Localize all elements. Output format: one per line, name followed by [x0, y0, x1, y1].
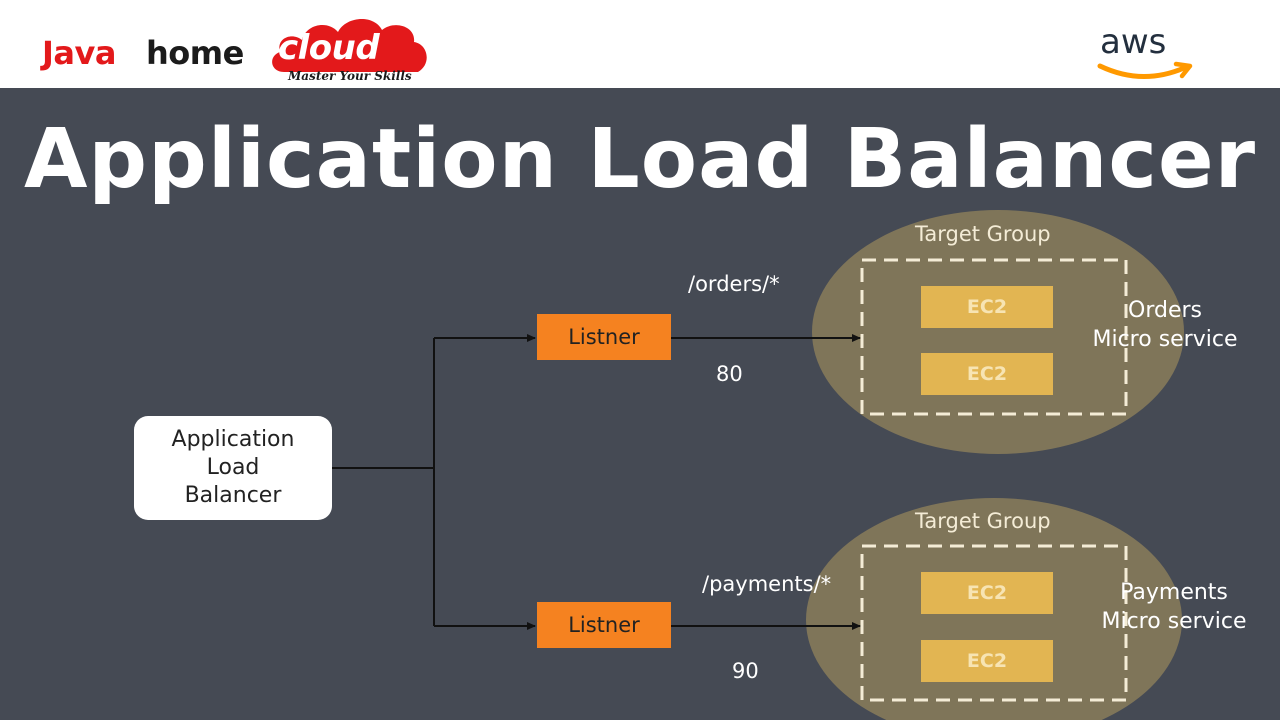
route-path-payments: /payments/* [702, 572, 832, 596]
service-label-payments: Payments Micro service [1090, 578, 1258, 636]
ec2-instance: EC2 [921, 572, 1053, 614]
javahomecloud-logo: Java home cloud Master Your Skills [40, 12, 440, 90]
cloud-icon [272, 18, 427, 72]
service-type: Micro service [1092, 327, 1238, 352]
target-group-box-payments [860, 544, 1128, 702]
target-group-title-payments: Target Group [915, 509, 1051, 533]
listener-label: Listner [568, 325, 640, 349]
alb-node: Application Load Balancer [134, 416, 332, 520]
service-name: Payments [1120, 580, 1228, 605]
slide-title: Application Load Balancer [23, 112, 1257, 207]
service-type: Micro service [1101, 609, 1247, 634]
service-name: Orders [1128, 298, 1202, 323]
route-port-orders: 80 [716, 362, 743, 386]
ec2-instance: EC2 [921, 353, 1053, 395]
listener-node-orders: Listner [537, 314, 671, 360]
listener-label: Listner [568, 613, 640, 637]
aws-logo-text: aws [1100, 22, 1167, 62]
aws-smile-icon [1097, 61, 1193, 79]
alb-node-label: Application Load Balancer [171, 427, 295, 508]
aws-logo: aws [1096, 22, 1206, 86]
ec2-label: EC2 [966, 363, 1008, 385]
brand-java-text: Java [42, 34, 116, 72]
ec2-label: EC2 [966, 582, 1008, 604]
ec2-label: EC2 [966, 296, 1008, 318]
ec2-label: EC2 [966, 650, 1008, 672]
target-group-title-orders: Target Group [915, 222, 1051, 246]
ec2-instance: EC2 [921, 286, 1053, 328]
listener-node-payments: Listner [537, 602, 671, 648]
header-bar: Java home cloud Master Your Skills aws [0, 0, 1280, 88]
brand-cloud-text: cloud [278, 28, 380, 68]
target-group-ellipse-orders [812, 210, 1184, 454]
brand-tagline: Master Your Skills [288, 69, 412, 83]
route-path-orders: /orders/* [688, 272, 780, 296]
target-group-box-orders [860, 258, 1128, 416]
service-label-orders: Orders Micro service [1080, 296, 1250, 354]
ec2-instance: EC2 [921, 640, 1053, 682]
brand-home-text: home [146, 34, 244, 72]
route-port-payments: 90 [732, 659, 759, 683]
